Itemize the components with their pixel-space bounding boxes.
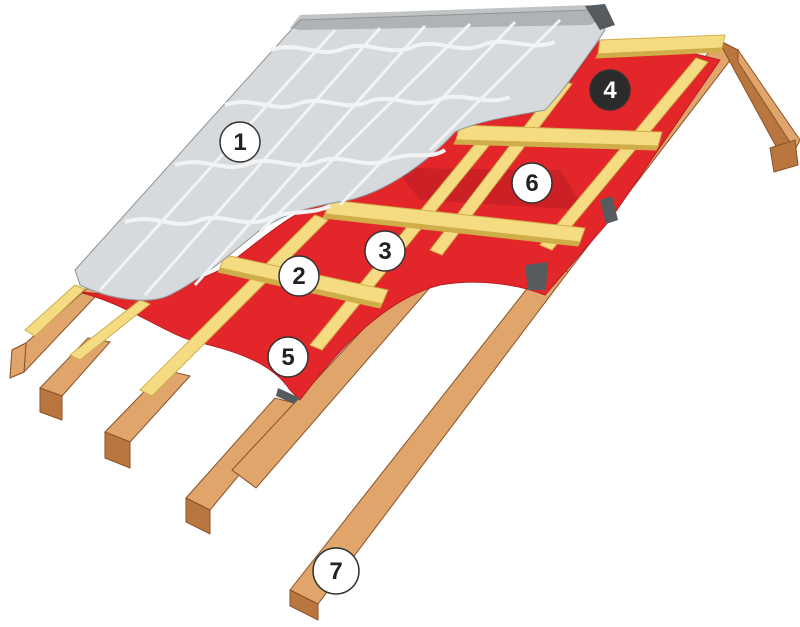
badge-7: 7 — [312, 547, 360, 595]
badge-number: 3 — [378, 238, 391, 265]
badge-4: 4 — [589, 69, 631, 111]
badge-number: 2 — [292, 263, 305, 290]
badge-5: 5 — [267, 336, 309, 378]
badge-circle — [511, 162, 553, 204]
badge-number: 1 — [233, 129, 246, 156]
badge-circle — [312, 547, 360, 595]
badge-circle — [267, 336, 309, 378]
rafter-2 — [39, 337, 111, 421]
badge-2: 2 — [278, 255, 320, 297]
badge-3: 3 — [364, 230, 406, 272]
sheet-steps — [124, 39, 556, 226]
badge-6: 6 — [511, 162, 553, 204]
metal-tile-sheet — [74, 4, 615, 301]
badge-1: 1 — [219, 121, 261, 163]
badge-circle — [589, 69, 631, 111]
badge-circle — [219, 121, 261, 163]
badge-circle — [278, 255, 320, 297]
number-badges: 1 2 3 4 5 6 7 — [219, 69, 631, 595]
badge-circle — [364, 230, 406, 272]
sheet-ribs — [98, 18, 562, 296]
badge-number: 7 — [329, 558, 342, 585]
badge-number: 4 — [603, 77, 617, 104]
badge-number: 5 — [281, 344, 294, 371]
badge-number: 6 — [525, 170, 538, 197]
